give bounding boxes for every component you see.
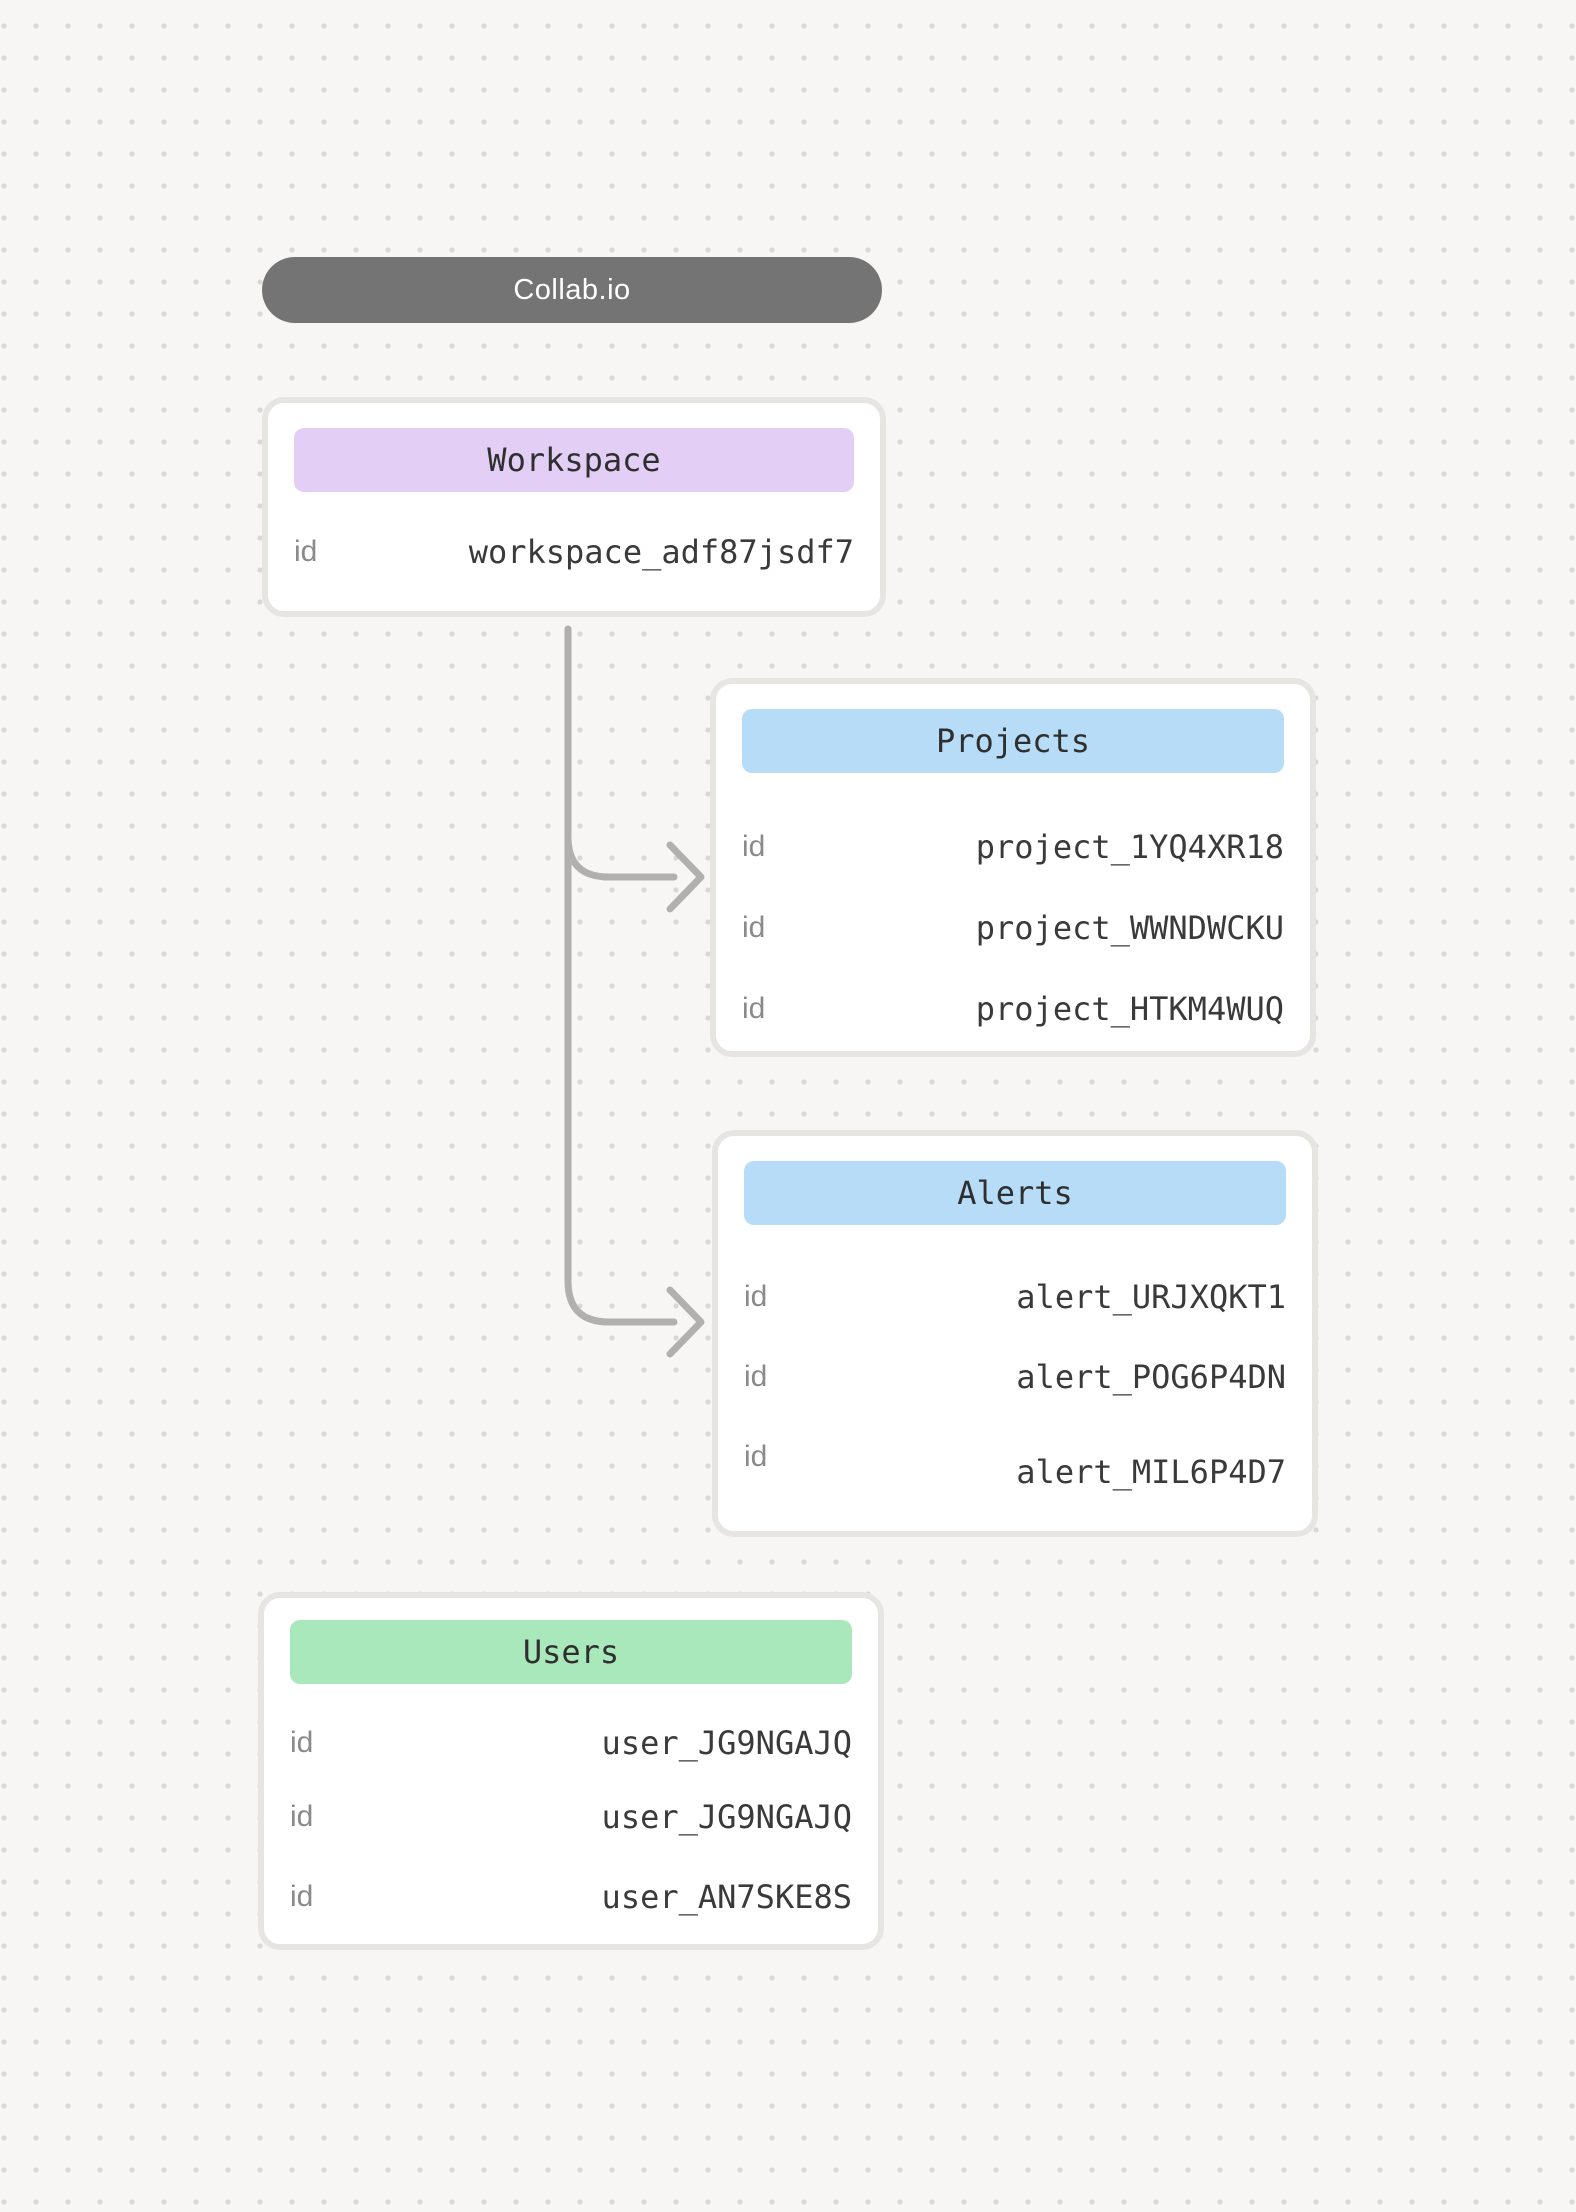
- diagram-title-pill: Collab.io: [262, 257, 882, 323]
- field-row: id project_1YQ4XR18: [742, 823, 1284, 871]
- connector-workspace-projects: [564, 833, 705, 913]
- field-value: user_JG9NGAJQ: [601, 1798, 852, 1836]
- entity-header-projects: Projects: [742, 709, 1284, 773]
- field-row: id workspace_adf87jsdf7: [294, 528, 854, 576]
- field-label: id: [290, 1880, 314, 1913]
- field-value: alert_URJXQKT1: [1016, 1278, 1286, 1316]
- field-value: workspace_adf87jsdf7: [468, 533, 854, 571]
- entity-header-users: Users: [290, 1620, 852, 1684]
- field-value: project_WWNDWCKU: [975, 909, 1284, 947]
- arrowhead-projects-icon: [666, 841, 705, 913]
- entity-card-alerts: Alerts id alert_URJXQKT1 id alert_POG6P4…: [712, 1130, 1318, 1537]
- field-row: id user_JG9NGAJQ: [290, 1719, 852, 1767]
- field-value: alert_POG6P4DN: [1016, 1358, 1286, 1396]
- field-label: id: [742, 992, 766, 1025]
- entity-card-workspace: Workspace id workspace_adf87jsdf7: [262, 397, 886, 617]
- field-label: id: [294, 535, 318, 568]
- entity-header-workspace: Workspace: [294, 428, 854, 492]
- field-value: project_1YQ4XR18: [975, 828, 1284, 866]
- connector-workspace-alerts: [564, 625, 705, 1358]
- field-row: id project_WWNDWCKU: [742, 904, 1284, 952]
- field-row: id user_AN7SKE8S: [290, 1873, 852, 1921]
- field-row: id alert_MIL6P4D7: [744, 1433, 1286, 1491]
- connector-workspace-projects-line: [564, 833, 678, 881]
- field-row: id user_JG9NGAJQ: [290, 1793, 852, 1841]
- field-row: id project_HTKM4WUQ: [742, 985, 1284, 1033]
- connector-workspace-alerts-line: [564, 625, 678, 1326]
- field-label: id: [744, 1280, 768, 1313]
- entity-name: Workspace: [487, 441, 661, 479]
- entity-name: Users: [522, 1633, 620, 1671]
- field-label: id: [290, 1726, 314, 1759]
- field-label: id: [744, 1440, 768, 1473]
- arrowhead-alerts-icon: [666, 1286, 705, 1358]
- field-label: id: [290, 1800, 314, 1833]
- entity-card-users: Users id user_JG9NGAJQ id user_JG9NGAJQ …: [258, 1592, 884, 1950]
- field-value: alert_MIL6P4D7: [1016, 1453, 1286, 1491]
- field-value: project_HTKM4WUQ: [975, 990, 1284, 1028]
- diagram-title: Collab.io: [513, 273, 631, 306]
- field-value: user_JG9NGAJQ: [601, 1724, 852, 1762]
- field-label: id: [744, 1360, 768, 1393]
- field-row: id alert_URJXQKT1: [744, 1273, 1286, 1321]
- entity-card-projects: Projects id project_1YQ4XR18 id project_…: [710, 678, 1316, 1057]
- field-label: id: [742, 911, 766, 944]
- field-value: user_AN7SKE8S: [601, 1878, 852, 1916]
- entity-header-alerts: Alerts: [744, 1161, 1286, 1225]
- field-row: id alert_POG6P4DN: [744, 1353, 1286, 1401]
- entity-name: Projects: [935, 722, 1091, 760]
- entity-name: Alerts: [957, 1174, 1073, 1212]
- field-label: id: [742, 830, 766, 863]
